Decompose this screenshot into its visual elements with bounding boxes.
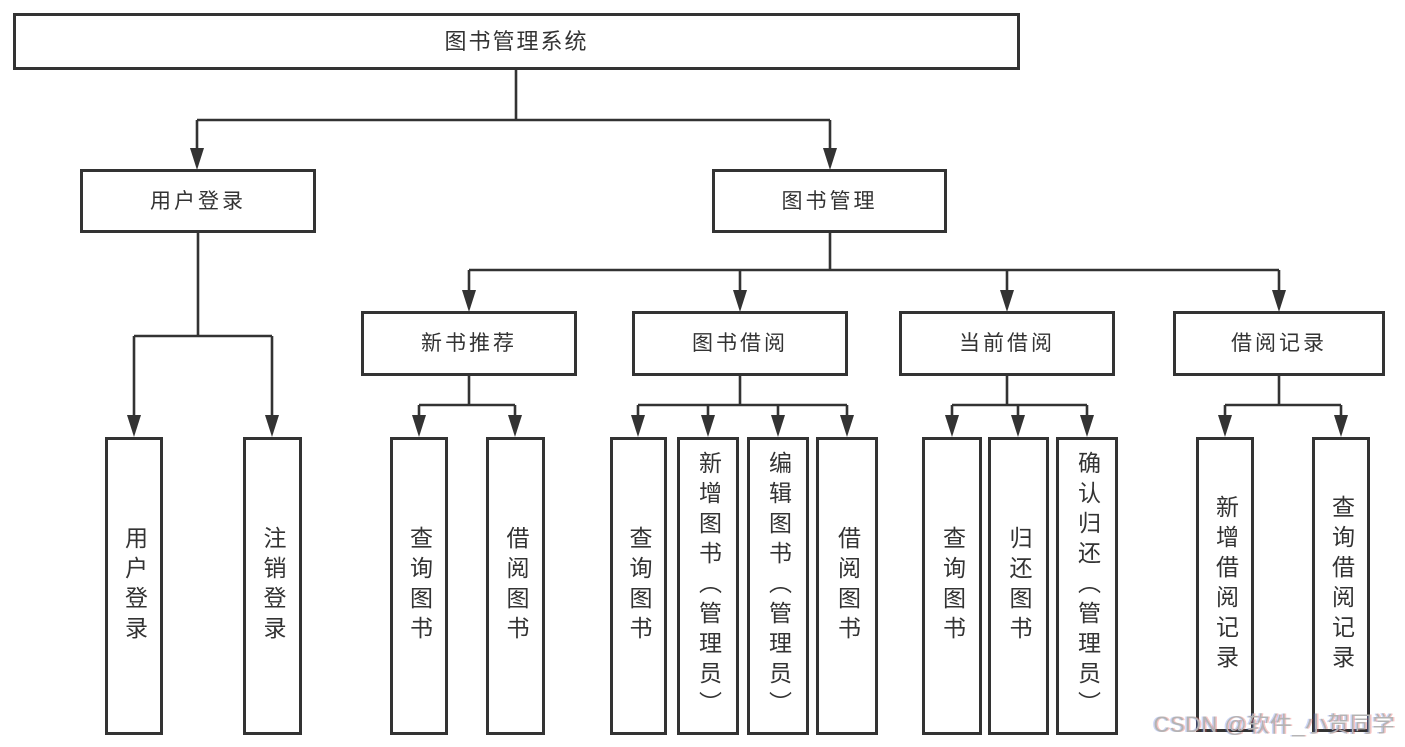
arrowhead-icon [1000, 290, 1014, 312]
arrowhead-icon [1080, 415, 1094, 437]
arrowhead-icon [1334, 415, 1348, 437]
arrowhead-icon [840, 415, 854, 437]
leaf-borrow-books: 借阅图书 [816, 437, 878, 735]
leaf-confirm-return-admin: 确认归还（管理员） [1056, 437, 1118, 735]
leaf-query-borrow-record: 查询借阅记录 [1312, 437, 1370, 732]
node-new-book-recommend: 新书推荐 [361, 311, 577, 376]
node-current-borrowing: 当前借阅 [899, 311, 1115, 376]
arrowhead-icon [462, 290, 476, 312]
leaf-edit-books-admin: 编辑图书（管理员） [747, 437, 809, 735]
node-user-login: 用户登录 [80, 169, 316, 233]
leaf-query-books-current: 查询图书 [922, 437, 982, 735]
arrowhead-icon [190, 148, 204, 170]
leaf-add-books-admin: 新增图书（管理员） [677, 437, 739, 735]
node-book-management: 图书管理 [712, 169, 947, 233]
arrowhead-icon [1011, 415, 1025, 437]
leaf-query-books-recommend: 查询图书 [390, 437, 448, 735]
watermark-text: CSDN @软件_小贺同学 [1153, 712, 1395, 737]
leaf-logout: 注销登录 [243, 437, 302, 735]
arrowhead-icon [412, 415, 426, 437]
arrowhead-icon [127, 415, 141, 437]
arrowhead-icon [823, 148, 837, 170]
arrowhead-icon [631, 415, 645, 437]
leaf-return-books: 归还图书 [988, 437, 1049, 735]
arrowhead-icon [1218, 415, 1232, 437]
node-root: 图书管理系统 [13, 13, 1020, 70]
arrowhead-icon [265, 415, 279, 437]
arrowhead-icon [508, 415, 522, 437]
arrowhead-icon [701, 415, 715, 437]
arrowhead-icon [945, 415, 959, 437]
leaf-borrow-books-recommend: 借阅图书 [486, 437, 545, 735]
arrowhead-icon [771, 415, 785, 437]
arrowhead-icon [1272, 290, 1286, 312]
node-book-borrowing: 图书借阅 [632, 311, 848, 376]
arrowhead-icon [733, 290, 747, 312]
leaf-query-books-borrowing: 查询图书 [610, 437, 667, 735]
leaf-user-login: 用户登录 [105, 437, 163, 735]
leaf-add-borrow-record: 新增借阅记录 [1196, 437, 1254, 732]
node-borrow-records: 借阅记录 [1173, 311, 1385, 376]
